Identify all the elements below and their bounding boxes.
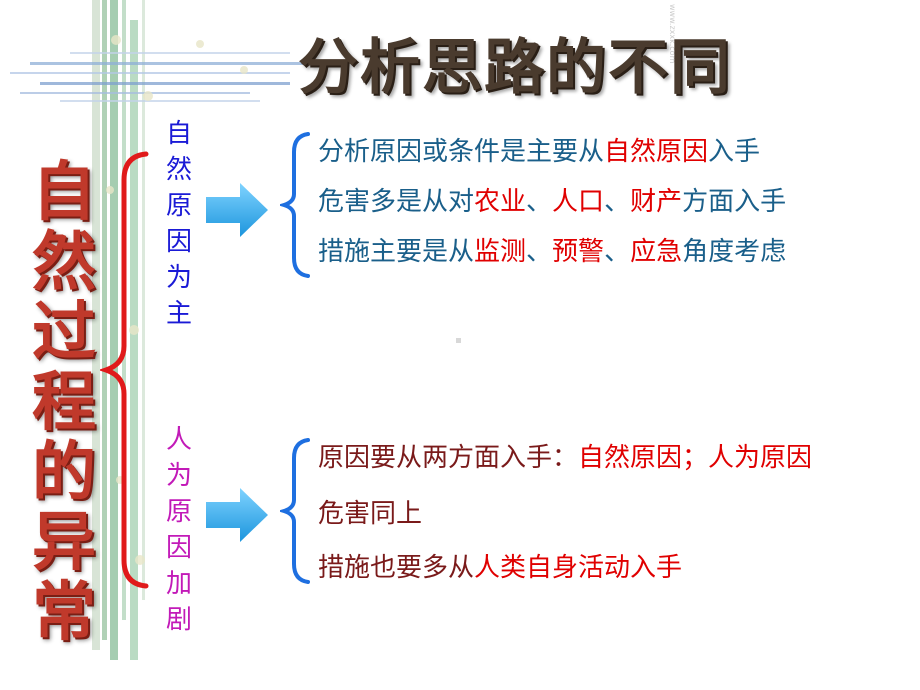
human-char: 人 [165, 425, 192, 455]
main-char: 然 [32, 225, 96, 300]
line-text: 措施主要是从 [318, 237, 475, 267]
highlight-text: 自然原因；人为原因 [578, 443, 813, 473]
main-char: 常 [32, 575, 96, 650]
line-text: 措施也要多从 [318, 553, 475, 583]
main-char: 自 [32, 155, 96, 230]
highlight-text: 农业 [474, 187, 527, 217]
human-char: 为 [165, 461, 192, 491]
highlight-text: 应急 [630, 237, 683, 267]
arrow-right-icon [206, 183, 268, 237]
line-text: 危害同上 [318, 499, 423, 529]
decor-dot [456, 338, 461, 343]
natural-brace [280, 132, 310, 278]
natural-line-1: 分析原因或条件是主要从自然原因入手 [318, 134, 760, 170]
line-text: 角度考虑 [682, 237, 787, 267]
line-text: 、 [526, 237, 553, 267]
natural-char: 为 [165, 263, 192, 293]
highlight-text: 预警 [552, 237, 605, 267]
natural-char: 主 [165, 299, 192, 329]
line-text: 、 [604, 187, 631, 217]
natural-char: 然 [165, 155, 192, 185]
highlight-text: 人类自身活动入手 [474, 553, 683, 583]
natural-line-2: 危害多是从对农业、人口、财产方面入手 [318, 184, 786, 220]
main-label-vertical: 自然过程的异常 [26, 158, 102, 648]
human-cause-label: 人为原因加剧 [164, 422, 194, 638]
line-text: 危害多是从对 [318, 187, 475, 217]
human-char: 因 [165, 533, 192, 563]
highlight-text: 监测 [474, 237, 527, 267]
natural-line-3: 措施主要是从监测、预警、应急角度考虑 [318, 234, 786, 270]
human-line-2: 危害同上 [318, 496, 422, 532]
line-text: 方面入手 [682, 187, 787, 217]
human-char: 原 [165, 497, 192, 527]
line-text: 分析原因或条件是主要从 [318, 137, 605, 167]
main-char: 程 [32, 365, 96, 440]
main-char: 异 [32, 505, 96, 580]
line-text: 、 [526, 187, 553, 217]
line-text: 原因要从两方面入手： [318, 443, 579, 473]
highlight-text: 自然原因 [604, 137, 709, 167]
highlight-text: 财产 [630, 187, 683, 217]
natural-char: 原 [165, 191, 192, 221]
page-title: 分析思路的不同 [298, 33, 732, 103]
arrow-right-icon [206, 488, 268, 542]
highlight-text: 人口 [552, 187, 605, 217]
watermark-text: www.zxxk.com [668, 4, 677, 64]
human-char: 剧 [165, 605, 192, 635]
line-text: 入手 [708, 137, 761, 167]
natural-char: 自 [165, 119, 192, 149]
human-brace [280, 438, 310, 584]
human-line-3: 措施也要多从人类自身活动入手 [318, 550, 682, 586]
human-line-1: 原因要从两方面入手：自然原因；人为原因 [318, 440, 812, 476]
natural-char: 因 [165, 227, 192, 257]
human-char: 加 [165, 569, 192, 599]
line-text: 、 [604, 237, 631, 267]
natural-cause-label: 自然原因为主 [164, 116, 194, 332]
main-char: 的 [32, 435, 96, 510]
main-brace [100, 151, 149, 589]
main-char: 过 [32, 295, 96, 370]
